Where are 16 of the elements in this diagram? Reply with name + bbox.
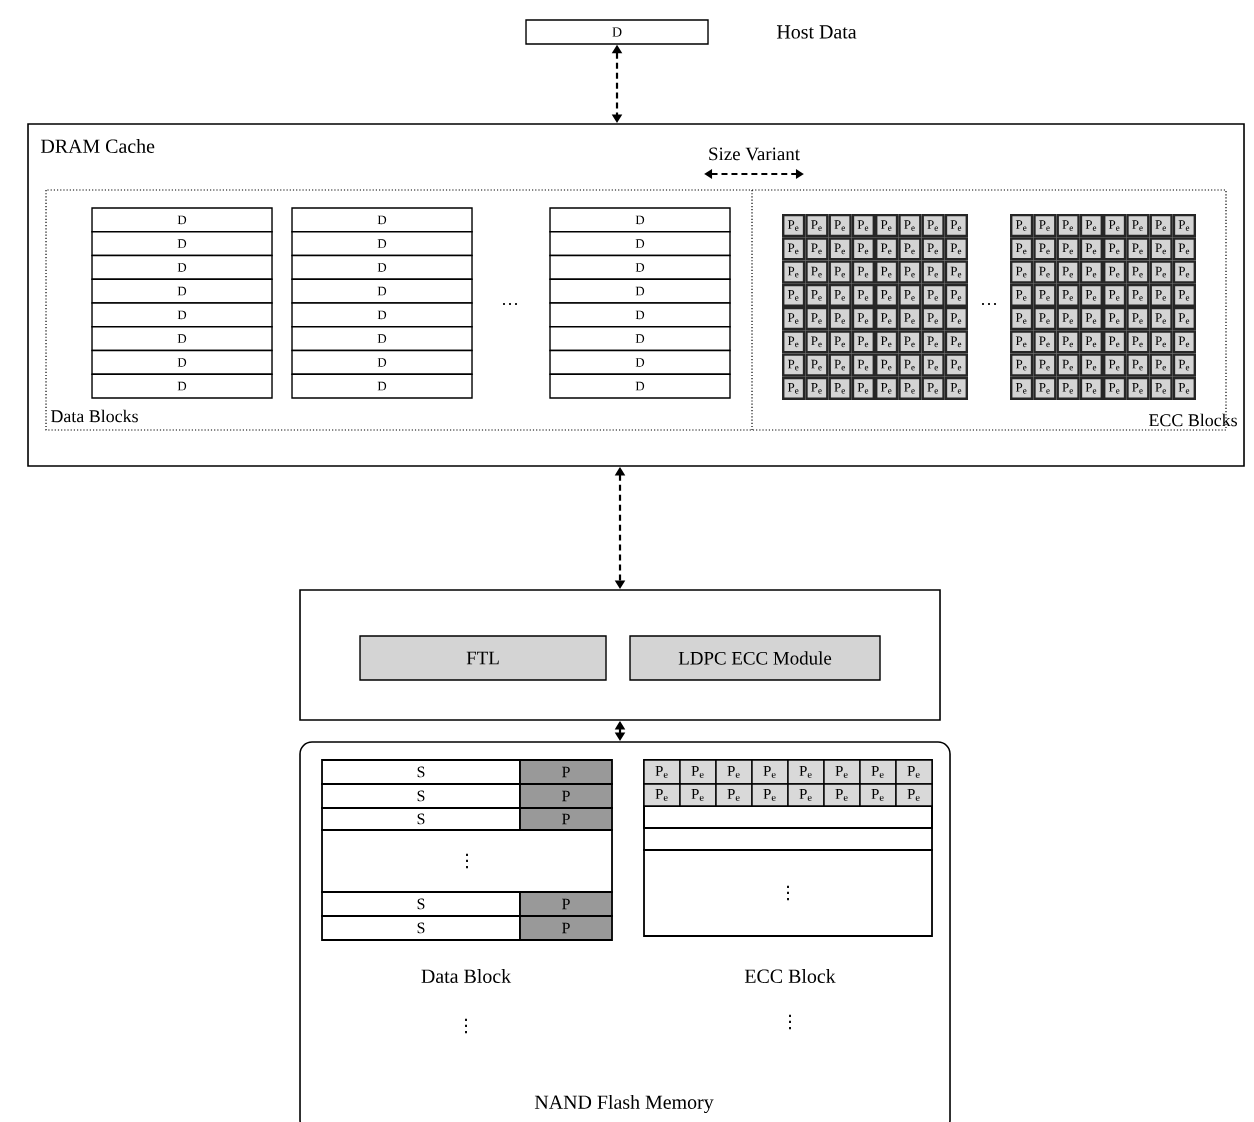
ellipsis: … <box>981 302 997 306</box>
module-box: LDPC ECC Module <box>629 635 881 681</box>
ellipsis: … <box>502 302 518 306</box>
dimension-label: Size Variant <box>709 147 800 161</box>
region-label: Data Blocks <box>50 409 138 423</box>
controller-box <box>299 589 941 721</box>
ellipsis: ⋮ <box>465 1018 467 1034</box>
gap-row: ⋮ <box>643 849 933 937</box>
box-title: NAND Flash Memory <box>534 1094 714 1114</box>
box-title: DRAM Cache <box>40 138 155 153</box>
side-label: Host Data <box>776 25 857 39</box>
ellipsis: ⋮ <box>789 1014 791 1030</box>
region-label: ECC Blocks <box>1148 413 1237 427</box>
block-label: Data Block <box>421 968 512 983</box>
block-label: ECC Block <box>744 968 836 983</box>
module-box: FTL <box>359 635 607 681</box>
